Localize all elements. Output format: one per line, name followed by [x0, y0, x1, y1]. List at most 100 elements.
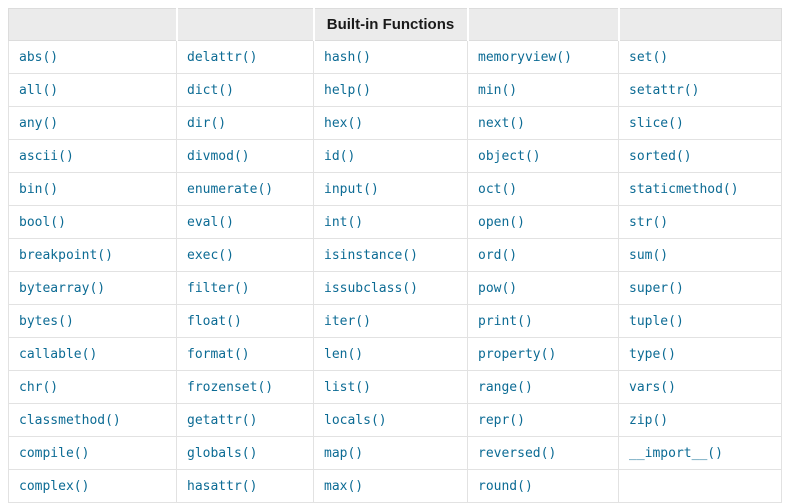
- table-row: classmethod() getattr() locals() repr() zip(…: [8, 403, 782, 437]
- function-cell: frozenset(): [176, 370, 314, 404]
- function-link[interactable]: len(): [324, 347, 364, 362]
- function-link[interactable]: float(): [187, 314, 242, 329]
- function-link[interactable]: super(): [629, 281, 684, 296]
- function-link[interactable]: max(): [324, 479, 364, 494]
- function-link[interactable]: exec(): [187, 248, 234, 263]
- function-link[interactable]: classmethod(): [19, 413, 121, 428]
- table-title: Built-in Functions: [312, 8, 468, 41]
- function-link[interactable]: getattr(): [187, 413, 258, 428]
- function-link[interactable]: help(): [324, 83, 371, 98]
- function-link[interactable]: list(): [324, 380, 371, 395]
- function-cell: dir(): [176, 106, 314, 140]
- function-link[interactable]: ascii(): [19, 149, 74, 164]
- function-link[interactable]: sorted(): [629, 149, 692, 164]
- function-link[interactable]: set(): [629, 50, 669, 65]
- function-cell: map(): [313, 436, 468, 470]
- function-link[interactable]: isinstance(): [324, 248, 418, 263]
- table-header-cell: [617, 8, 782, 41]
- table-header-row: Built-in Functions: [8, 8, 782, 41]
- function-link[interactable]: range(): [478, 380, 533, 395]
- function-cell: classmethod(): [8, 403, 177, 437]
- table-row: bytearray() filter() issubclass() pow() supe…: [8, 271, 782, 305]
- function-link[interactable]: vars(): [629, 380, 676, 395]
- function-cell: isinstance(): [313, 238, 468, 272]
- function-cell: set(): [618, 40, 782, 74]
- function-link[interactable]: print(): [478, 314, 533, 329]
- function-link[interactable]: staticmethod(): [629, 182, 739, 197]
- function-link[interactable]: globals(): [187, 446, 258, 461]
- function-link[interactable]: abs(): [19, 50, 59, 65]
- function-link[interactable]: int(): [324, 215, 364, 230]
- function-cell: sorted(): [618, 139, 782, 173]
- function-link[interactable]: chr(): [19, 380, 59, 395]
- function-link[interactable]: dict(): [187, 83, 234, 98]
- function-cell: pow(): [467, 271, 619, 305]
- table-row: ascii() divmod() id() object() sorted(): [8, 139, 782, 173]
- function-cell: next(): [467, 106, 619, 140]
- function-link[interactable]: hash(): [324, 50, 371, 65]
- function-link[interactable]: frozenset(): [187, 380, 274, 395]
- function-cell: locals(): [313, 403, 468, 437]
- function-link[interactable]: eval(): [187, 215, 234, 230]
- function-cell: hex(): [313, 106, 468, 140]
- function-link[interactable]: type(): [629, 347, 676, 362]
- function-cell: divmod(): [176, 139, 314, 173]
- function-link[interactable]: round(): [478, 479, 533, 494]
- table-row: bytes() float() iter() print() tuple(): [8, 304, 782, 338]
- function-link[interactable]: tuple(): [629, 314, 684, 329]
- function-link[interactable]: bytearray(): [19, 281, 106, 296]
- function-link[interactable]: open(): [478, 215, 525, 230]
- function-cell: slice(): [618, 106, 782, 140]
- function-link[interactable]: complex(): [19, 479, 90, 494]
- function-cell: str(): [618, 205, 782, 239]
- function-link[interactable]: filter(): [187, 281, 250, 296]
- function-link[interactable]: property(): [478, 347, 557, 362]
- function-link[interactable]: hasattr(): [187, 479, 258, 494]
- function-link[interactable]: bytes(): [19, 314, 74, 329]
- function-link[interactable]: setattr(): [629, 83, 700, 98]
- function-link[interactable]: pow(): [478, 281, 518, 296]
- function-link[interactable]: reversed(): [478, 446, 557, 461]
- function-link[interactable]: bin(): [19, 182, 59, 197]
- function-cell: float(): [176, 304, 314, 338]
- function-link[interactable]: compile(): [19, 446, 90, 461]
- function-link[interactable]: locals(): [324, 413, 387, 428]
- function-link[interactable]: slice(): [629, 116, 684, 131]
- function-link[interactable]: breakpoint(): [19, 248, 113, 263]
- function-link[interactable]: callable(): [19, 347, 98, 362]
- function-cell: staticmethod(): [618, 172, 782, 206]
- function-link[interactable]: str(): [629, 215, 669, 230]
- function-link[interactable]: enumerate(): [187, 182, 274, 197]
- function-link[interactable]: issubclass(): [324, 281, 418, 296]
- function-link[interactable]: min(): [478, 83, 518, 98]
- function-link[interactable]: sum(): [629, 248, 669, 263]
- function-cell: hasattr(): [176, 469, 314, 503]
- function-cell: globals(): [176, 436, 314, 470]
- function-link[interactable]: __import__(): [629, 446, 723, 461]
- function-link[interactable]: delattr(): [187, 50, 258, 65]
- function-link[interactable]: hex(): [324, 116, 364, 131]
- function-link[interactable]: id(): [324, 149, 356, 164]
- function-link[interactable]: zip(): [629, 413, 669, 428]
- function-link[interactable]: map(): [324, 446, 364, 461]
- function-link[interactable]: oct(): [478, 182, 518, 197]
- function-link[interactable]: repr(): [478, 413, 525, 428]
- function-link[interactable]: dir(): [187, 116, 227, 131]
- function-link[interactable]: next(): [478, 116, 525, 131]
- table-row: any() dir() hex() next() slice(): [8, 106, 782, 140]
- table-row: breakpoint() exec() isinstance() ord() sum(): [8, 238, 782, 272]
- function-link[interactable]: all(): [19, 83, 59, 98]
- function-link[interactable]: any(): [19, 116, 59, 131]
- function-link[interactable]: object(): [478, 149, 541, 164]
- function-cell: property(): [467, 337, 619, 371]
- function-link[interactable]: format(): [187, 347, 250, 362]
- function-link[interactable]: bool(): [19, 215, 66, 230]
- function-cell: help(): [313, 73, 468, 107]
- function-cell: callable(): [8, 337, 177, 371]
- function-link[interactable]: memoryview(): [478, 50, 572, 65]
- function-link[interactable]: input(): [324, 182, 379, 197]
- function-link[interactable]: iter(): [324, 314, 371, 329]
- empty-cell: [618, 469, 782, 503]
- function-link[interactable]: ord(): [478, 248, 518, 263]
- function-link[interactable]: divmod(): [187, 149, 250, 164]
